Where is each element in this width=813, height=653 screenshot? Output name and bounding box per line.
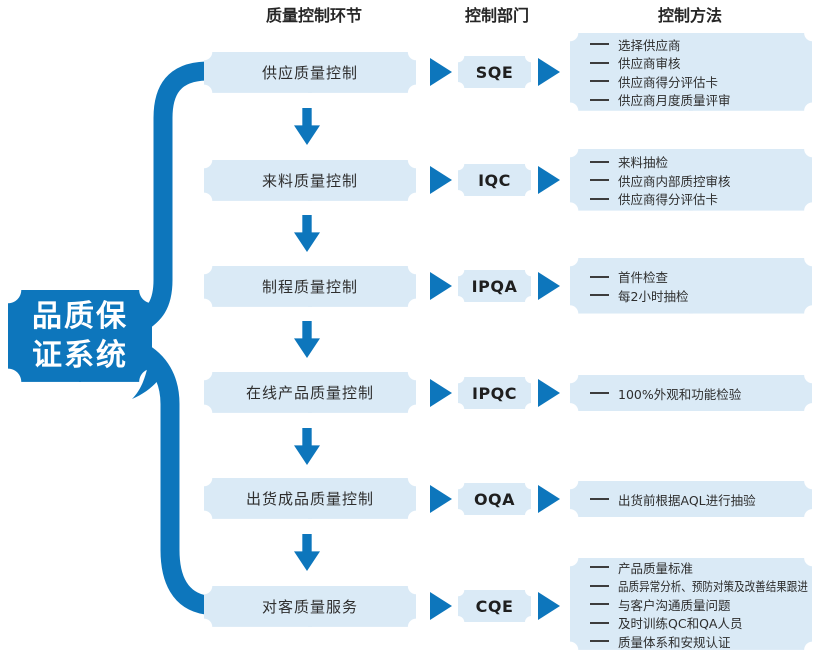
method-item: 100%外观和功能检验 (590, 384, 812, 403)
main-title-line2: 证系统 (32, 338, 128, 373)
method-item: 及时训练QC和QA人员 (590, 613, 812, 632)
method-label: 及时训练QC和QA人员 (618, 616, 743, 631)
method-item: 供应商月度质量评审 (590, 91, 812, 110)
department-box-sqe: SQE (458, 56, 531, 88)
department-label: IPQC (471, 383, 518, 403)
dash-icon (590, 197, 609, 200)
stage-label: 供应质量控制 (261, 64, 358, 82)
department-box-cqe: CQE (458, 590, 531, 622)
dash-icon (590, 61, 609, 64)
stage-box-outgoing: 出货成品质量控制 (204, 478, 416, 519)
method-label: 供应商得分评估卡 (618, 74, 719, 90)
right-arrow-icon (430, 58, 452, 86)
stage-box-incoming: 来料质量控制 (204, 160, 416, 201)
brace-lower-arm (130, 341, 216, 615)
dash-icon (590, 566, 609, 568)
dash-icon (590, 640, 609, 642)
method-item: 供应商得分评估卡 (590, 189, 812, 208)
stage-box-online: 在线产品质量控制 (204, 372, 416, 413)
method-item: 首件检查 (590, 268, 812, 287)
right-arrow-icon (538, 166, 560, 194)
method-box: 来料抽检 供应商内部质控审核 供应商得分评估卡 (570, 149, 812, 211)
method-item: 与客户沟通质量问题 (590, 595, 812, 614)
stage-label: 对客质量服务 (261, 598, 358, 616)
method-label: 质量体系和安规认证 (618, 634, 731, 650)
department-box-ipqa: IPQA (458, 270, 531, 302)
stage-label: 来料质量控制 (261, 172, 358, 190)
method-item: 供应商得分评估卡 (590, 72, 812, 91)
right-arrow-icon (538, 592, 560, 620)
method-label: 每2小时抽检 (618, 288, 689, 304)
dash-icon (590, 98, 609, 101)
department-box-ipqc: IPQC (458, 377, 531, 409)
right-arrow-icon (538, 379, 560, 407)
right-arrow-icon (538, 485, 560, 513)
department-label: SQE (475, 62, 514, 82)
stage-label: 制程质量控制 (261, 278, 358, 296)
method-item: 来料抽检 (590, 152, 812, 171)
method-box: 产品质量标准 品质异常分析、预防对策及改善结果跟进 与客户沟通质量问题 及时训练… (570, 558, 812, 650)
column-header-department: 控制部门 (464, 6, 530, 25)
column-header-method: 控制方法 (657, 6, 723, 25)
dash-icon (590, 80, 609, 83)
brace-upper-arm (129, 61, 216, 334)
right-arrow-icon (430, 592, 452, 620)
main-title-box: 品质保 证系统 (8, 290, 152, 382)
method-label: 供应商审核 (618, 56, 681, 72)
method-label: 产品质量标准 (618, 560, 694, 576)
method-label: 供应商内部质控审核 (618, 173, 731, 189)
dash-icon (590, 603, 609, 605)
right-arrow-icon (538, 272, 560, 300)
method-label: 100%外观和功能检验 (618, 386, 742, 402)
stage-box-customer: 对客质量服务 (204, 586, 416, 627)
dash-icon (590, 584, 609, 587)
method-label: 品质异常分析、预防对策及改善结果跟进 (618, 579, 808, 594)
stage-box-supply: 供应质量控制 (204, 52, 416, 93)
dash-icon (590, 621, 609, 624)
department-label: IQC (478, 170, 511, 190)
method-label: 与客户沟通质量问题 (618, 597, 731, 613)
method-label: 来料抽检 (618, 155, 669, 170)
method-box: 出货前根据AQL进行抽验 (570, 481, 812, 517)
method-label: 供应商月度质量评审 (618, 93, 731, 109)
department-box-iqc: IQC (458, 164, 531, 196)
method-box: 首件检查 每2小时抽检 (570, 258, 812, 314)
dash-icon (590, 179, 609, 181)
dash-icon (590, 275, 609, 278)
method-item: 供应商审核 (590, 54, 812, 73)
method-item: 质量体系和安规认证 (590, 632, 812, 651)
right-arrow-icon (430, 166, 452, 194)
dash-icon (590, 160, 609, 163)
method-item: 产品质量标准 (590, 558, 812, 577)
dash-icon (590, 294, 609, 297)
main-title-line1: 品质保 (32, 299, 128, 334)
department-label: CQE (475, 596, 514, 616)
stage-label: 出货成品质量控制 (245, 490, 374, 508)
department-label: IPQA (471, 276, 518, 296)
method-label: 首件检查 (618, 270, 669, 286)
method-item: 供应商内部质控审核 (590, 171, 812, 190)
right-arrow-icon (430, 485, 452, 513)
dash-icon (590, 43, 609, 46)
method-box: 100%外观和功能检验 (570, 375, 812, 411)
method-label: 选择供应商 (618, 37, 681, 53)
dash-icon (590, 498, 609, 500)
right-arrow-icon (538, 58, 560, 86)
method-label: 供应商得分评估卡 (618, 192, 719, 207)
column-header-stage: 质量控制环节 (265, 6, 363, 25)
department-label: OQA (473, 489, 516, 509)
department-box-oqa: OQA (458, 483, 531, 515)
method-item: 出货前根据AQL进行抽验 (590, 490, 812, 509)
right-arrow-icon (430, 379, 452, 407)
dash-icon (590, 392, 609, 394)
method-item: 每2小时抽检 (590, 286, 812, 305)
method-label: 出货前根据AQL进行抽验 (618, 492, 756, 508)
method-box: 选择供应商 供应商审核 供应商得分评估卡 供应商月度质量评审 (570, 33, 812, 111)
stage-box-process: 制程质量控制 (204, 266, 416, 307)
method-item: 品质异常分析、预防对策及改善结果跟进 (590, 576, 812, 595)
right-arrow-icon (430, 272, 452, 300)
stage-label: 在线产品质量控制 (245, 384, 374, 402)
method-item: 选择供应商 (590, 35, 812, 54)
